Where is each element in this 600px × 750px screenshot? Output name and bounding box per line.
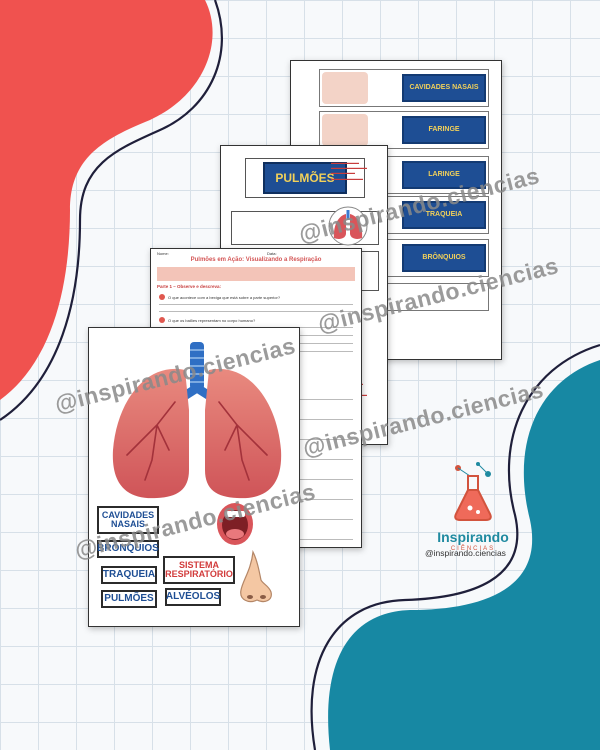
brand-handle: @inspirando.ciencias bbox=[425, 548, 506, 558]
head-illustration-thumb bbox=[322, 72, 368, 104]
flask-icon bbox=[454, 462, 492, 521]
lungs-title-chip: PULMÕES bbox=[263, 162, 347, 194]
nose-illustration bbox=[240, 550, 272, 603]
instructions-text-block: ▬▬▬▬▬▬▬▬▬▬▬▬▬▬▬▬▬▬▬▬▬▬▬▬▬▬▬▬▬▬ bbox=[331, 160, 367, 181]
worksheet-title: Pulmões em Ação: Visualizando a Respiraç… bbox=[190, 257, 322, 263]
label-chip: CAVIDADES NASAIS bbox=[402, 74, 486, 102]
empty-box bbox=[231, 211, 379, 245]
brand-name: Inspirando bbox=[437, 529, 509, 545]
question-1: O que acontece com a bexiga que está sob… bbox=[159, 294, 280, 300]
throat-illustration-thumb bbox=[322, 114, 368, 146]
name-label: Nome: bbox=[157, 251, 169, 256]
question-text: O que os balões representam no corpo hum… bbox=[168, 317, 256, 323]
question-number-icon bbox=[159, 294, 165, 300]
question-2: O que os balões representam no corpo hum… bbox=[159, 317, 255, 323]
label-row: CAVIDADES NASAIS bbox=[319, 69, 489, 107]
label-bronquios: BRÔNQUIOS bbox=[97, 540, 159, 558]
mouth-illustration bbox=[217, 503, 253, 545]
respiratory-system-sheet: CAVIDADES NASAIS BRÔNQUIOS SISTEMA RESPI… bbox=[88, 327, 300, 627]
lungs-mini-illustration bbox=[328, 206, 368, 246]
label-pulmoes: PULMÕES bbox=[101, 590, 157, 608]
brand-tagline: CIÊNCIAS bbox=[450, 546, 496, 552]
label-sistema-respiratorio: SISTEMA RESPIRATÓRIO bbox=[163, 556, 235, 584]
worksheet-part-heading: Parte 1 – Observe e descreva: bbox=[157, 284, 222, 289]
label-alveolos: ALVÉOLOS bbox=[165, 588, 221, 606]
question-text: O que acontece com a bexiga que está sob… bbox=[168, 294, 281, 300]
lungs-illustration bbox=[112, 342, 282, 499]
lungs-title-box: PULMÕES bbox=[245, 158, 365, 198]
label-chip: TRAQUEIA bbox=[402, 201, 486, 229]
label-cavidades-nasais: CAVIDADES NASAIS bbox=[97, 506, 159, 534]
question-number-icon bbox=[159, 317, 165, 323]
worksheet-instructions-banner bbox=[157, 267, 355, 281]
label-chip: BRÔNQUIOS bbox=[402, 244, 486, 272]
brand-logo: Inspirando CIÊNCIAS bbox=[428, 460, 518, 552]
label-chip: LARINGE bbox=[402, 161, 486, 189]
worksheet-header: Nome: Data: bbox=[157, 251, 355, 256]
label-row: FARINGE bbox=[319, 111, 489, 149]
label-chip: FARINGE bbox=[402, 116, 486, 144]
answer-line bbox=[159, 304, 353, 305]
date-label: Data: bbox=[267, 251, 277, 256]
answer-line bbox=[159, 311, 353, 312]
label-traqueia: TRAQUEIA bbox=[101, 566, 157, 584]
